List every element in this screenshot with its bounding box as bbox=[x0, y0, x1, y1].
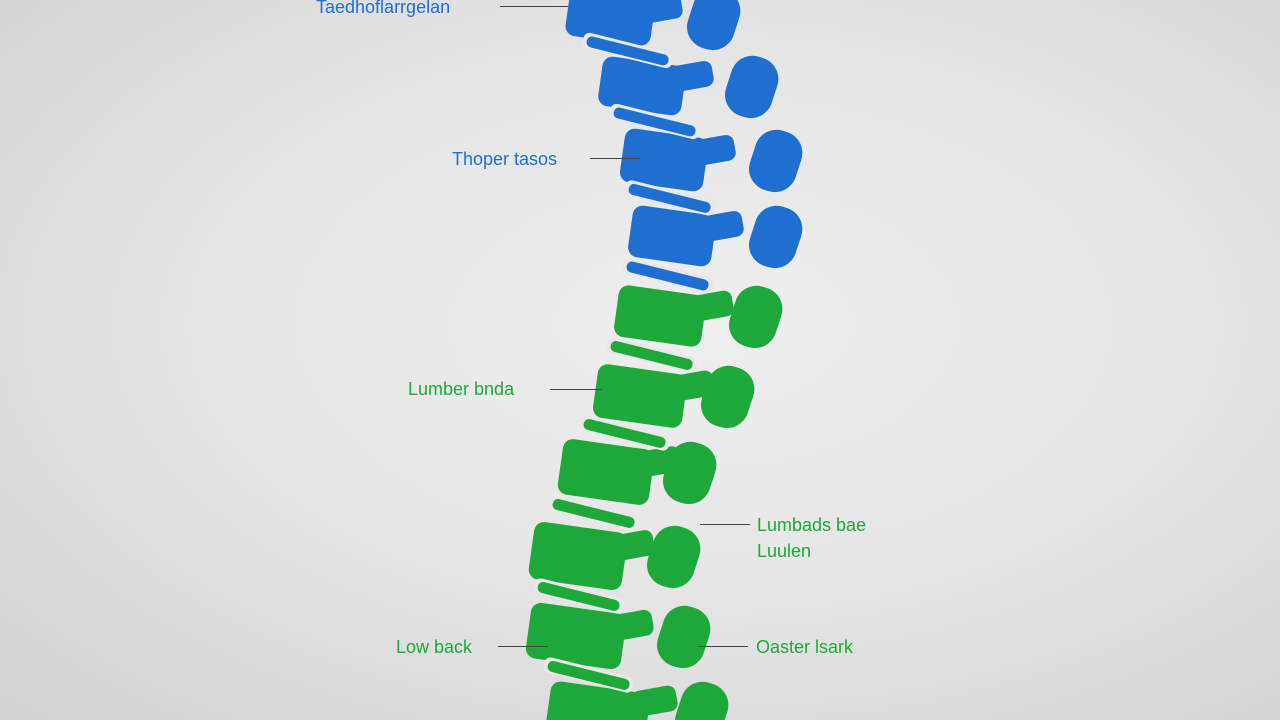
intervertebral-disc bbox=[610, 341, 693, 370]
vertebra-pedicle bbox=[632, 685, 678, 717]
leader-lumbar-left bbox=[550, 389, 602, 390]
vertebra bbox=[546, 681, 729, 720]
vertebra-body bbox=[546, 681, 650, 720]
spinous-process bbox=[749, 129, 803, 193]
vertebra-pedicle bbox=[609, 530, 655, 561]
leader-other bbox=[698, 646, 748, 647]
leader-thoracic bbox=[590, 158, 640, 159]
vertebra-body bbox=[614, 285, 706, 347]
label-lumbar-right-2: Luulen bbox=[757, 541, 812, 561]
vertebra bbox=[619, 128, 803, 193]
spinous-process bbox=[725, 55, 779, 119]
vertebra bbox=[614, 285, 783, 349]
label-top: Taedhoflarrgelan bbox=[316, 0, 451, 17]
label-other: Oaster lsark bbox=[756, 637, 854, 657]
spinous-process bbox=[647, 525, 701, 589]
spinous-process bbox=[687, 0, 741, 51]
vertebra-body bbox=[619, 128, 709, 192]
spinous-process bbox=[701, 365, 755, 429]
intervertebral-disc bbox=[583, 419, 666, 448]
label-lumbar-right-1: Lumbads bae bbox=[757, 515, 867, 535]
discs-group bbox=[533, 32, 715, 693]
vertebra-body bbox=[592, 364, 688, 428]
spinous-process bbox=[663, 441, 717, 505]
vertebra-pedicle bbox=[669, 370, 715, 402]
vertebra bbox=[628, 205, 803, 269]
leader-top bbox=[500, 6, 568, 7]
intervertebral-disc bbox=[626, 261, 709, 291]
spinous-process bbox=[749, 205, 803, 269]
vertebra bbox=[565, 0, 741, 51]
vertebra-pedicle bbox=[688, 290, 734, 322]
intervertebral-disc bbox=[613, 107, 696, 137]
intervertebral-disc bbox=[537, 582, 620, 611]
vertebra bbox=[598, 55, 779, 119]
intervertebral-disc bbox=[628, 184, 711, 213]
spinous-process bbox=[729, 285, 783, 349]
vertebra bbox=[528, 522, 701, 590]
vertebra-pedicle bbox=[637, 0, 683, 24]
label-low-back: Low back bbox=[396, 637, 473, 657]
leader-low-back bbox=[498, 646, 548, 647]
intervertebral-disc bbox=[552, 499, 635, 528]
vertebra-pedicle bbox=[608, 609, 654, 641]
vertebra-body bbox=[565, 0, 655, 46]
spinous-process bbox=[675, 681, 729, 720]
spinous-process bbox=[657, 605, 711, 669]
vertebra bbox=[525, 602, 711, 670]
leader-lumbar-right bbox=[700, 524, 750, 525]
vertebra bbox=[557, 439, 717, 505]
vertebra bbox=[592, 364, 755, 429]
intervertebral-disc bbox=[586, 36, 669, 66]
vertebra-pedicle bbox=[668, 60, 714, 92]
label-thoracic: Thoper tasos bbox=[452, 149, 558, 169]
vertebrae-group bbox=[525, 0, 803, 720]
label-lumbar-left: Lumber bnda bbox=[408, 379, 515, 399]
vertebra-body bbox=[528, 522, 628, 590]
vertebra-pedicle bbox=[698, 210, 744, 242]
vertebra-pedicle bbox=[690, 134, 736, 166]
vertebra-body bbox=[557, 439, 655, 505]
vertebra-body bbox=[525, 602, 627, 670]
intervertebral-disc bbox=[547, 661, 630, 690]
vertebra-body bbox=[628, 205, 716, 267]
vertebra-body bbox=[598, 56, 686, 116]
